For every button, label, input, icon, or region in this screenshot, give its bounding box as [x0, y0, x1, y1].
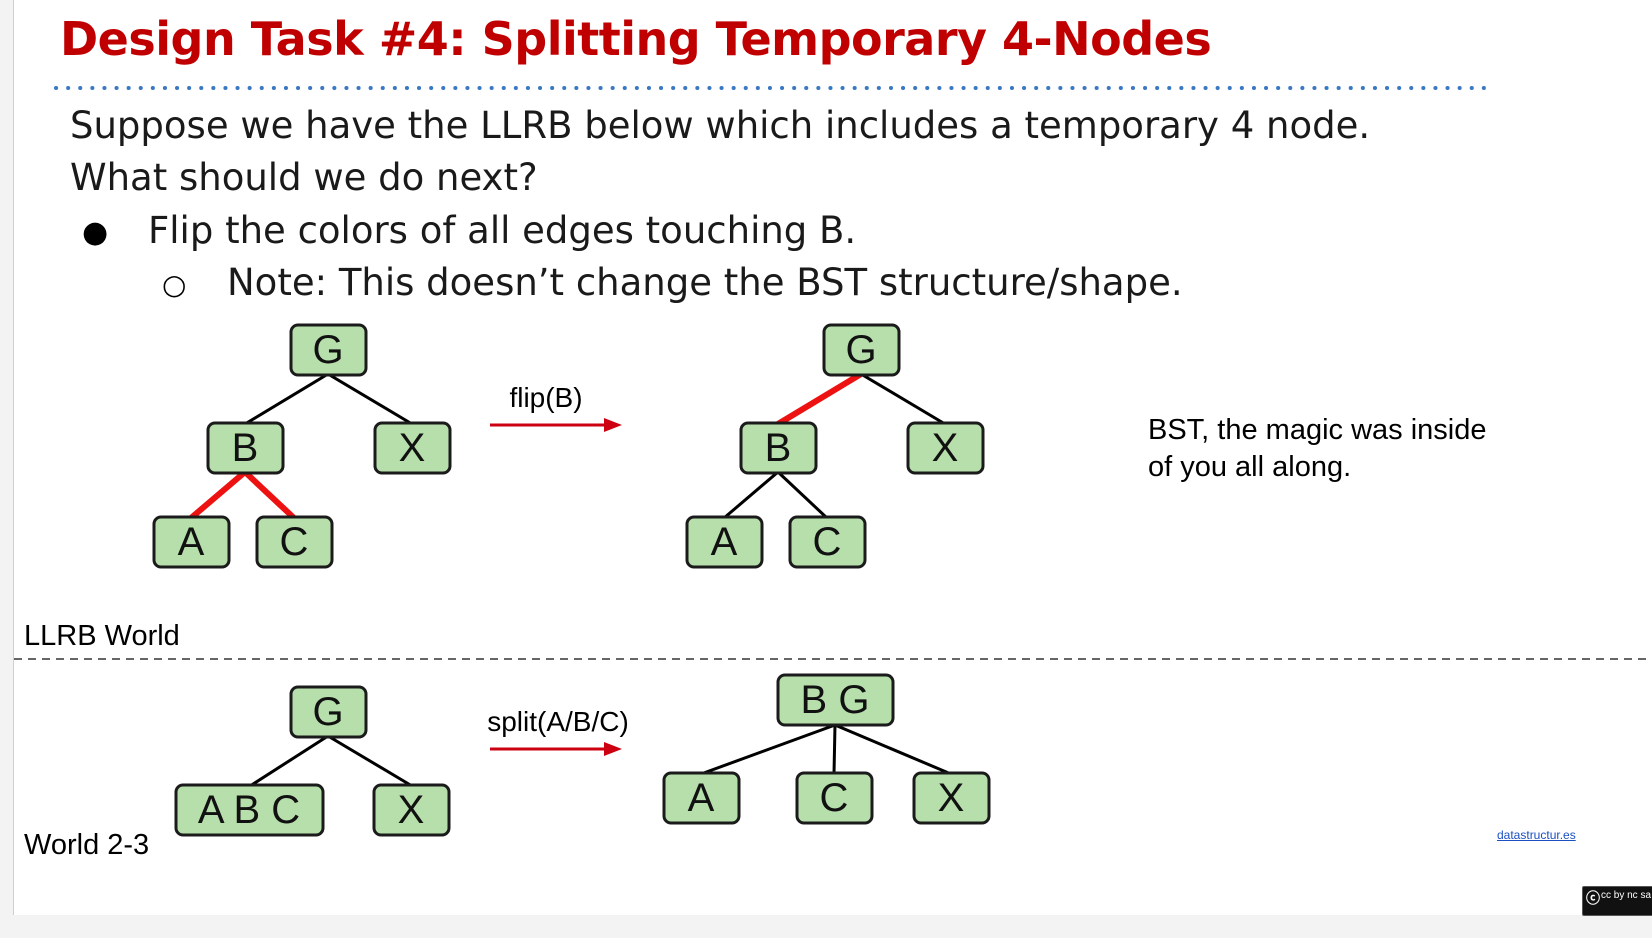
- cc-license-badge: ⓒ cc by nc sa: [1582, 886, 1652, 916]
- node-x-23-after: X: [912, 771, 991, 825]
- edge-b-c-after: [776, 470, 829, 520]
- llrb-before-edges: [189, 372, 413, 521]
- edge-bg-c: [832, 724, 837, 775]
- cc-icon: ⓒ: [1586, 890, 1600, 906]
- svg-text:B G: B G: [801, 678, 870, 722]
- split-label: split(A/B/C): [487, 706, 629, 737]
- edge-g-b: [244, 372, 329, 426]
- split-arrow: [490, 742, 622, 756]
- llrb-after-edges: [723, 371, 946, 520]
- edge-bg-x: [834, 723, 952, 776]
- svg-text:B: B: [232, 426, 259, 470]
- svg-text:G: G: [312, 328, 343, 372]
- bullet-marker-1: ●: [82, 215, 109, 250]
- edge-g-abc: [249, 734, 329, 788]
- node-a: A: [152, 515, 231, 569]
- svg-text:A: A: [178, 520, 205, 564]
- bullet-marker-2: ○: [162, 268, 187, 301]
- edge-bg-a: [700, 723, 836, 776]
- svg-text:X: X: [399, 426, 426, 470]
- svg-text:G: G: [845, 328, 876, 372]
- svg-text:A B C: A B C: [198, 788, 300, 832]
- svg-text:G: G: [312, 690, 343, 734]
- node-g: G: [289, 323, 368, 377]
- node-b: B: [206, 421, 285, 475]
- annotation-line-1: BST, the magic was inside: [1148, 414, 1487, 446]
- edge-g-x-23: [327, 734, 413, 788]
- bullet-note-bst-structure: Note: This doesn’t change the BST struct…: [227, 261, 1183, 304]
- annotation-line-2: of you all along.: [1148, 451, 1352, 483]
- red-edge-g-b: [776, 371, 863, 427]
- flip-arrow: [490, 418, 622, 432]
- slide-title: Design Task #4: Splitting Temporary 4-No…: [60, 12, 1212, 66]
- node-b-after: B: [739, 421, 818, 475]
- edge-g-x-after: [860, 372, 946, 426]
- svg-text:X: X: [398, 788, 425, 832]
- svg-text:C: C: [280, 520, 309, 564]
- node-x: X: [373, 421, 452, 475]
- node-c-after: C: [788, 515, 867, 569]
- node-g-after: G: [822, 323, 901, 377]
- red-edge-b-c: [242, 469, 297, 521]
- node-x-after: X: [906, 421, 985, 475]
- edge-b-a-after: [723, 470, 779, 520]
- world23-before-edges: [249, 734, 413, 788]
- node-bg-23: B G: [776, 673, 895, 727]
- world-2-3-label: World 2-3: [24, 829, 150, 861]
- cc-license-text: cc by nc sa: [1601, 890, 1652, 901]
- node-a-after: A: [685, 515, 764, 569]
- svg-text:C: C: [820, 776, 849, 820]
- node-a-23-after: A: [662, 771, 741, 825]
- node-c-23-after: C: [795, 771, 874, 825]
- svg-text:C: C: [813, 520, 842, 564]
- red-edge-b-a: [189, 469, 247, 521]
- svg-text:B: B: [765, 426, 792, 470]
- intro-line-1: Suppose we have the LLRB below which inc…: [70, 104, 1371, 147]
- svg-text:X: X: [938, 776, 965, 820]
- intro-line-2: What should we do next?: [70, 156, 538, 199]
- node-abc-23: A B C: [174, 783, 325, 837]
- svg-text:A: A: [688, 776, 715, 820]
- datastructures-link[interactable]: datastructur.es: [1497, 828, 1576, 842]
- node-g-23: G: [289, 685, 368, 739]
- llrb-world-label: LLRB World: [24, 620, 180, 652]
- edge-g-x: [327, 372, 413, 426]
- svg-text:X: X: [932, 426, 959, 470]
- world23-after-edges: [700, 723, 952, 776]
- node-x-23: X: [372, 783, 451, 837]
- flip-label: flip(B): [509, 382, 582, 413]
- bullet-flip-colors: Flip the colors of all edges touching B.: [148, 209, 857, 252]
- svg-text:A: A: [711, 520, 738, 564]
- node-c: C: [255, 515, 334, 569]
